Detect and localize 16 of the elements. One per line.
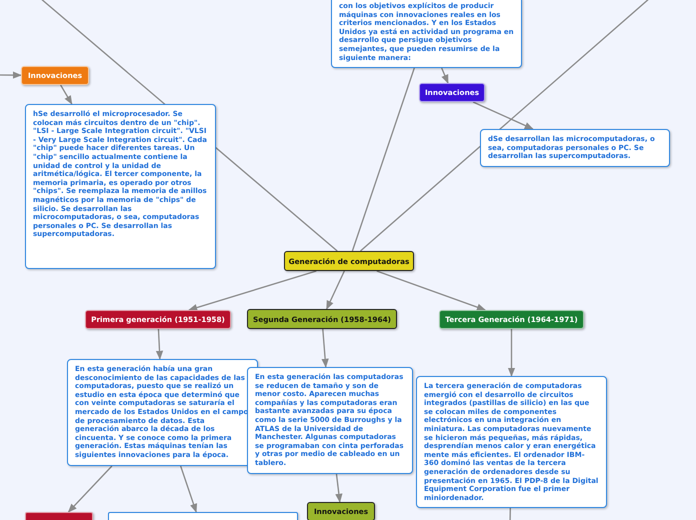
arrow <box>188 270 317 312</box>
arrow <box>376 270 486 311</box>
arrow <box>508 329 516 377</box>
arrow <box>441 68 449 84</box>
connector-line <box>509 508 511 520</box>
arrow <box>0 71 22 79</box>
arrow <box>335 474 342 503</box>
arrow <box>322 328 329 368</box>
arrow <box>472 101 534 130</box>
arrow <box>156 328 164 360</box>
arrow <box>326 270 345 310</box>
connector-line <box>352 68 415 252</box>
connector-line <box>360 0 650 252</box>
arrow <box>180 466 198 513</box>
arrow <box>60 84 72 105</box>
arrow <box>68 466 112 513</box>
